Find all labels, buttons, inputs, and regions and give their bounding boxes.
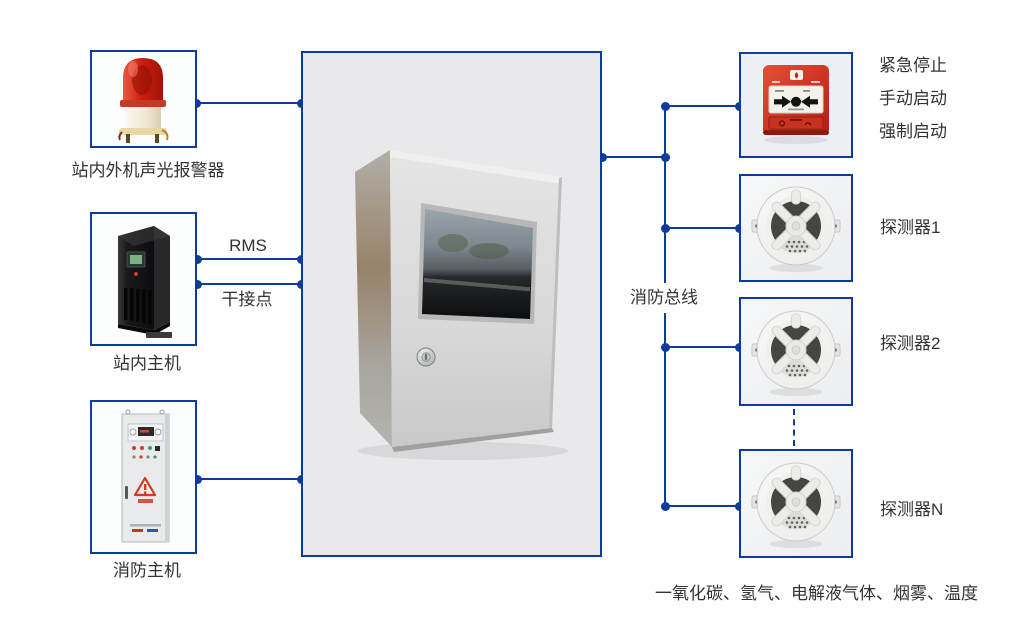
detector-icon <box>741 452 851 556</box>
box-station-host <box>90 212 197 346</box>
monitored-parameters-note: 一氧化碳、氢气、电解液气体、烟雾、温度 <box>655 584 978 603</box>
box-detector-n <box>739 449 853 558</box>
fire-bus-line-lower <box>664 313 666 507</box>
detector-2-label: 探测器2 <box>880 334 941 353</box>
fire-control-panel-icon <box>121 409 170 543</box>
call-point-label-forced-start: 强制启动 <box>879 122 947 141</box>
dashed-ellipsis-line <box>793 409 795 446</box>
branch-detector-1 <box>665 227 739 229</box>
connector-dot <box>597 152 607 162</box>
station-alarm-label: 站内外机声光报警器 <box>71 161 225 180</box>
branch-detector-2 <box>665 346 739 348</box>
connector-dot <box>192 254 202 264</box>
alarm-beacon-icon <box>118 58 169 143</box>
connector-dot <box>660 101 670 111</box>
line-firehost-to-cabinet <box>197 478 301 480</box>
connector-dot <box>660 152 670 162</box>
detector-icon <box>741 176 851 280</box>
detector-icon <box>741 300 851 404</box>
box-fire-host <box>90 400 197 554</box>
branch-call-point <box>665 105 739 107</box>
line-cabinet-to-bus <box>602 156 665 158</box>
dry-contact-link-label: 干接点 <box>221 290 273 309</box>
fire-host-label: 消防主机 <box>113 561 181 580</box>
connector-dot <box>192 474 202 484</box>
box-manual-call-point <box>739 52 853 158</box>
box-control-cabinet <box>301 51 602 557</box>
fire-bus-label: 消防总线 <box>630 288 698 307</box>
line-alarm-to-cabinet <box>196 102 301 104</box>
connector-dot <box>660 223 670 233</box>
call-point-label-manual-start: 手动启动 <box>879 89 947 108</box>
connector-dot <box>192 279 202 289</box>
branch-detector-n <box>665 505 739 507</box>
connector-dot <box>660 501 670 511</box>
control-cabinet-icon <box>355 150 568 460</box>
box-detector-2 <box>739 297 853 406</box>
box-detector-1 <box>739 174 853 282</box>
detector-n-label: 探测器N <box>880 500 944 519</box>
detector-1-label: 探测器1 <box>880 218 941 237</box>
call-point-label-emergency-stop: 紧急停止 <box>879 56 947 75</box>
server-tower-icon <box>118 226 172 338</box>
line-rms <box>197 258 301 260</box>
manual-call-point-icon <box>763 65 829 144</box>
connector-dot <box>660 342 670 352</box>
line-dry-contact <box>197 283 301 285</box>
fire-bus-line-upper <box>664 105 666 283</box>
station-host-label: 站内主机 <box>113 354 181 373</box>
box-station-alarm <box>90 50 197 148</box>
rms-link-label: RMS <box>229 236 267 255</box>
